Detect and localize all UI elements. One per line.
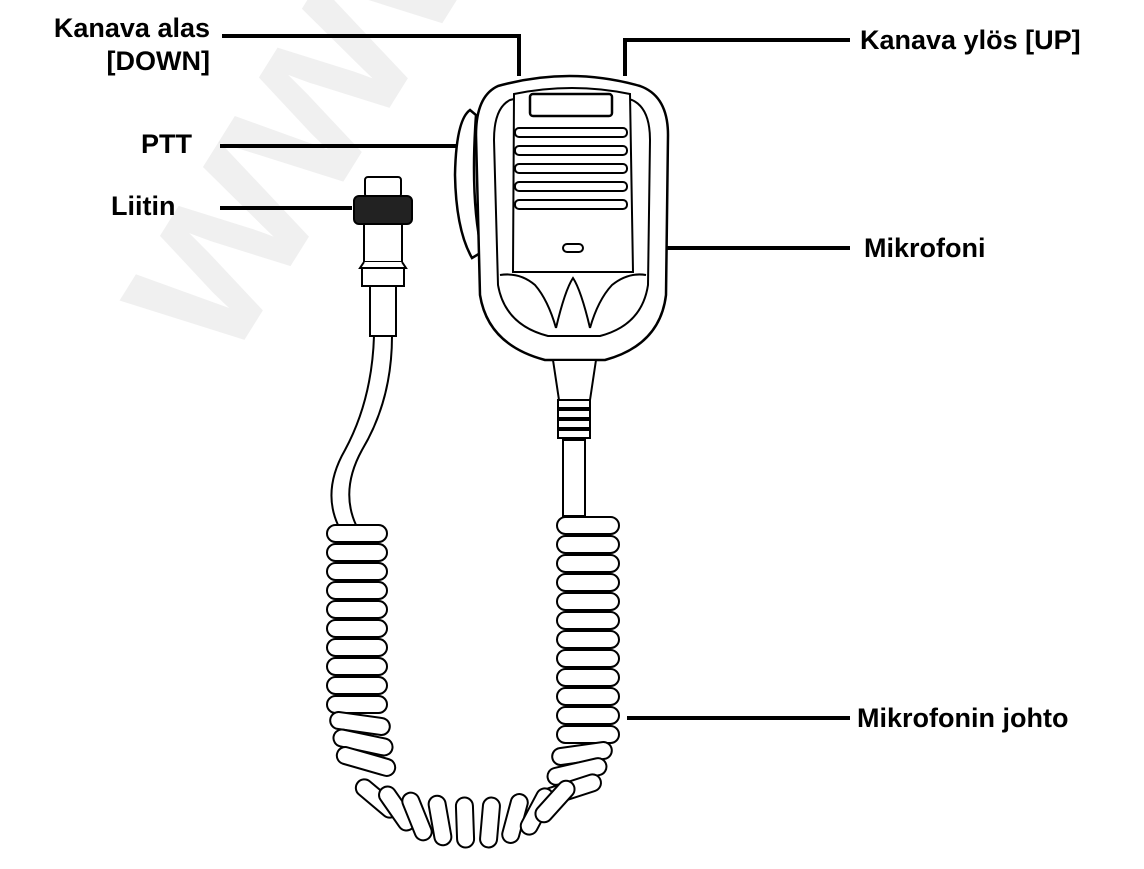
leader-line-channel-up: [625, 40, 850, 76]
cable-coil-loop: [557, 688, 619, 705]
cable-coil-loop: [557, 707, 619, 724]
label-connector: Liitin: [111, 190, 175, 223]
microphone-body: [455, 76, 668, 360]
cable-coil-loop: [557, 726, 619, 743]
cable-coil-loop: [427, 794, 452, 846]
label-channel-down-line2: [DOWN]: [10, 45, 210, 78]
cable-coil-loop: [557, 574, 619, 591]
label-microphone: Mikrofoni: [864, 232, 986, 265]
label-channel-down-line1: Kanava alas: [10, 12, 210, 45]
cable-coil-loop: [479, 797, 500, 848]
cable-coil-loop: [327, 620, 387, 637]
label-channel-down: Kanava alas [DOWN]: [10, 12, 210, 78]
mic-hole: [563, 244, 583, 252]
cable-coil-loop: [327, 677, 387, 694]
cable-coil-loop: [327, 601, 387, 618]
label-ptt: PTT: [141, 128, 192, 161]
connector-cable: [331, 336, 392, 525]
cable-coil-loop: [557, 612, 619, 629]
cable-coil-loop: [327, 582, 387, 599]
cable-coil-loop: [327, 639, 387, 656]
cable-coil-loop: [557, 555, 619, 572]
coiled-cable: [327, 517, 619, 848]
cable-coil-loop: [557, 593, 619, 610]
connector-plug: [354, 177, 412, 336]
strain-relief: [553, 360, 596, 516]
cable-coil-loop: [557, 669, 619, 686]
cable-coil-loop: [557, 517, 619, 534]
label-microphone-cable: Mikrofonin johto: [857, 702, 1068, 735]
cable-coil-loop: [557, 631, 619, 648]
cable-coil-loop: [327, 544, 387, 561]
cable-coil-loop: [456, 797, 475, 848]
leader-line-channel-down: [222, 36, 519, 76]
cable-coil-loop: [327, 696, 387, 713]
cable-coil-loop: [327, 658, 387, 675]
cable-coil-loop: [327, 525, 387, 542]
cable-coil-loop: [557, 650, 619, 667]
cable-coil-loop: [557, 536, 619, 553]
label-channel-up: Kanava ylös [UP]: [860, 24, 1081, 57]
cable-coil-loop: [327, 563, 387, 580]
